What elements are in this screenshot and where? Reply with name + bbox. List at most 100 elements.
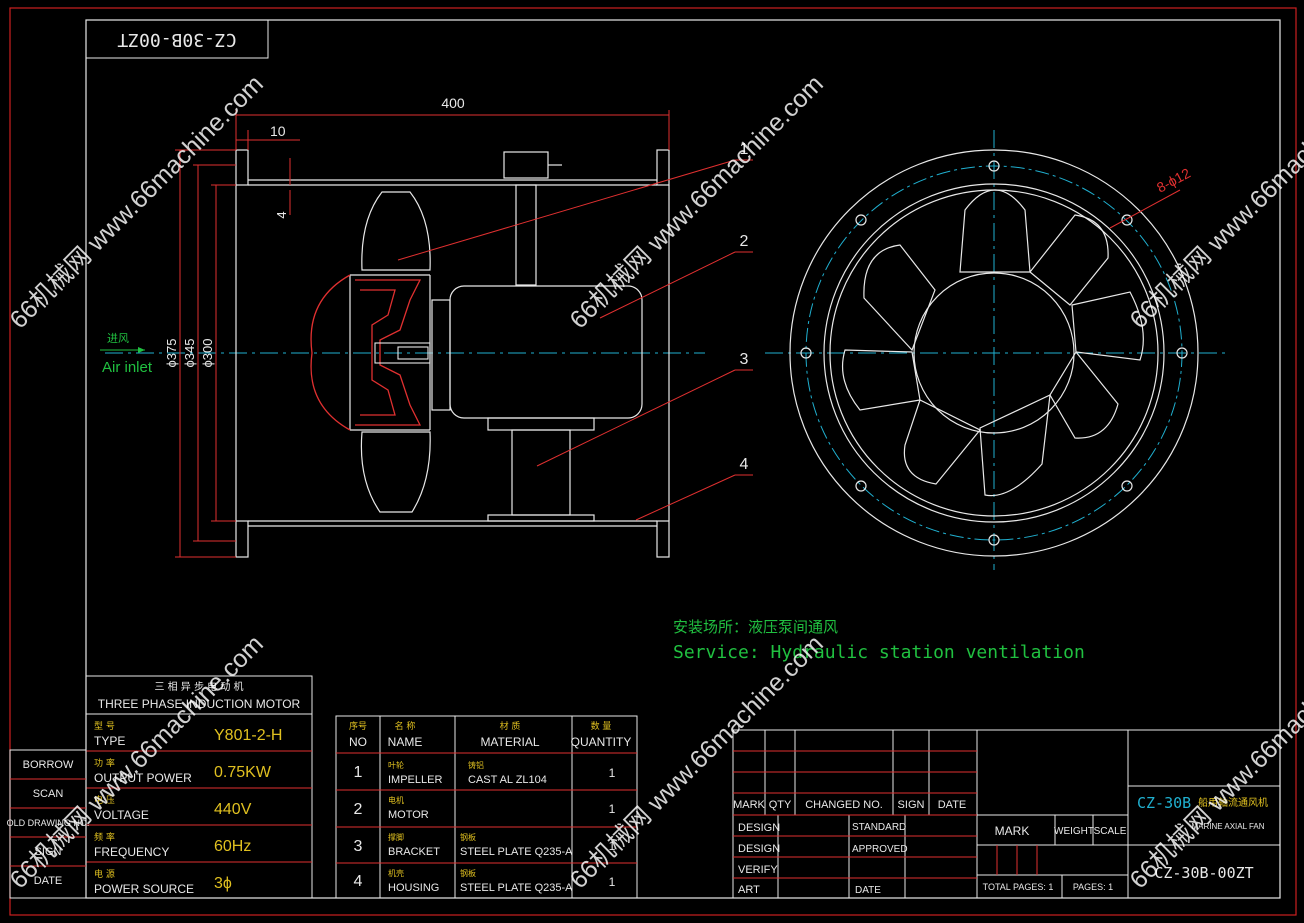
shaft	[374, 342, 431, 364]
part-no: 1	[354, 764, 363, 781]
header-name: NAME	[388, 735, 423, 749]
tb-mark2: MARK	[995, 824, 1030, 838]
bolt-circle	[805, 165, 1183, 541]
impeller-blades	[349, 191, 431, 513]
tb-total-pages: TOTAL PAGES: 1	[983, 882, 1054, 892]
tb-drawing-number: CZ-30B-00ZT	[1154, 864, 1253, 882]
tb-art: ART	[738, 884, 760, 896]
tb-standard: STANDARD	[852, 822, 906, 833]
part-name: MOTOR	[388, 809, 429, 821]
dim-length: 400	[441, 95, 465, 111]
part-qty: 1	[609, 875, 616, 889]
tb-verify: VERIFY	[738, 864, 778, 876]
part-material-cn: 钢板	[460, 868, 476, 878]
outer-flange	[789, 149, 1199, 557]
outer-border	[9, 7, 1297, 916]
tb-mark: MARK	[733, 799, 765, 811]
side-view: 400 10 4 ϕ375 ϕ345 ϕ300 进风 Air inlet 1 2…	[100, 95, 753, 558]
leader-3: 3	[740, 351, 749, 368]
impeller-hub	[310, 274, 422, 431]
hub	[913, 272, 1075, 434]
part-name-cn: 电机	[388, 795, 404, 805]
tb-date: DATE	[938, 799, 967, 811]
watermarks: 66机械网 www.66machine.com 66机械网 www.66mach…	[4, 70, 1304, 894]
flipped-drawing-number: CZ-30B-00ZT	[117, 29, 236, 50]
inlet-label-cn: 进风	[107, 332, 129, 345]
watermark: 66机械网 www.66machine.com	[564, 70, 828, 334]
part-no: 4	[354, 873, 363, 890]
tb-model: CZ-30B	[1137, 794, 1191, 812]
tb-qty: QTY	[769, 799, 792, 811]
tb-scale: SCALE	[1094, 826, 1127, 837]
tb-changed: CHANGED NO.	[805, 799, 883, 811]
watermark: 66机械网 www.66machine.com	[1124, 70, 1304, 334]
dim-holes: 8-ϕ12	[1154, 165, 1193, 196]
dim-d375: ϕ375	[164, 339, 179, 368]
front-view: 8-ϕ12	[765, 130, 1225, 570]
motor-row-cn: 频 率	[94, 831, 115, 843]
flipped-title-box: CZ-30B-00ZT	[85, 19, 269, 59]
motor-row-en: TYPE	[94, 734, 125, 748]
motor-nameplate: 三 相 异 步 电 动 机 THREE PHASE INDUCTION MOTO…	[85, 675, 313, 899]
part-name: BRACKET	[388, 846, 440, 858]
watermark: 66机械网 www.66machine.com	[1124, 630, 1304, 894]
leader-4: 4	[740, 456, 749, 473]
motor-row-value: 3ϕ	[214, 875, 232, 892]
part-material: CAST AL ZL104	[468, 774, 547, 786]
header-quantity-cn: 数 量	[591, 720, 612, 732]
service-en: Service: Hydraulic station ventilation	[673, 642, 1085, 663]
tb-weight: WEIGHT	[1054, 826, 1094, 837]
stamp-borrow: BORROW	[23, 759, 74, 771]
tb-design1: DESIGN	[738, 822, 780, 834]
part-material: STEEL PLATE Q235-A	[460, 846, 573, 858]
tb-model-en: MARINE AXIAL FAN	[1191, 822, 1264, 831]
stamp-sign: SIGN	[35, 846, 62, 858]
motor-row-en: VOLTAGE	[94, 808, 149, 822]
dim-flange: 10	[270, 123, 286, 139]
header-material-cn: 材 质	[500, 720, 521, 732]
tb-pages: PAGES: 1	[1073, 882, 1113, 892]
motor-row-value: Y801-2-H	[214, 727, 282, 744]
part-name: HOUSING	[388, 882, 439, 894]
motor-row-value: 0.75KW	[214, 764, 272, 781]
stamp-old-drawing: OLD DRAWING NO.	[7, 818, 90, 828]
part-name-cn: 叶轮	[388, 760, 404, 770]
header-no: NO	[349, 735, 367, 749]
motor	[431, 151, 643, 522]
header-material: MATERIAL	[480, 735, 539, 749]
part-no: 3	[354, 838, 363, 855]
stamp-date: DATE	[34, 875, 63, 887]
inner-border	[85, 19, 1281, 899]
motor-row-en: FREQUENCY	[94, 845, 169, 859]
part-qty: 1	[609, 802, 616, 816]
service-cn: 安装场所：液压泵间通风	[673, 618, 838, 636]
inlet-label-en: Air inlet	[102, 359, 153, 376]
motor-row-value: 440V	[214, 801, 252, 818]
part-name-cn: 机壳	[388, 868, 404, 878]
header-quantity: QUANTITY	[571, 735, 632, 749]
leader-1: 1	[740, 141, 749, 158]
header-no-cn: 序号	[349, 720, 367, 732]
dim-d300: ϕ300	[200, 339, 215, 368]
part-name: IMPELLER	[388, 774, 442, 786]
motor-title-en: THREE PHASE INDUCTION MOTOR	[98, 697, 301, 711]
bolt-holes	[800, 160, 1188, 546]
fan-blades	[842, 189, 1144, 497]
part-qty: 1	[609, 839, 616, 853]
dim-d345: ϕ345	[182, 339, 197, 368]
dim-wall: 4	[274, 211, 289, 218]
motor-title-cn: 三 相 异 步 电 动 机	[154, 680, 243, 693]
motor-row-cn: 型 号	[94, 721, 115, 732]
motor-row-cn: 电 源	[94, 868, 115, 880]
motor-row-en: POWER SOURCE	[94, 882, 194, 896]
tb-sign: SIGN	[898, 799, 925, 811]
motor-row-cn: 电 压	[94, 794, 115, 806]
part-leaders	[397, 159, 753, 521]
title-block: MARK QTY CHANGED NO. SIGN DATE DESIGN DE…	[732, 729, 1281, 899]
leader-2: 2	[740, 233, 749, 250]
part-material-cn: 铸铝	[468, 760, 484, 770]
watermark: 66机械网 www.66machine.com	[4, 70, 268, 334]
part-material: STEEL PLATE Q235-A	[460, 882, 573, 894]
dimension-lines	[175, 110, 670, 558]
watermark: 66机械网 www.66machine.com	[564, 630, 828, 894]
